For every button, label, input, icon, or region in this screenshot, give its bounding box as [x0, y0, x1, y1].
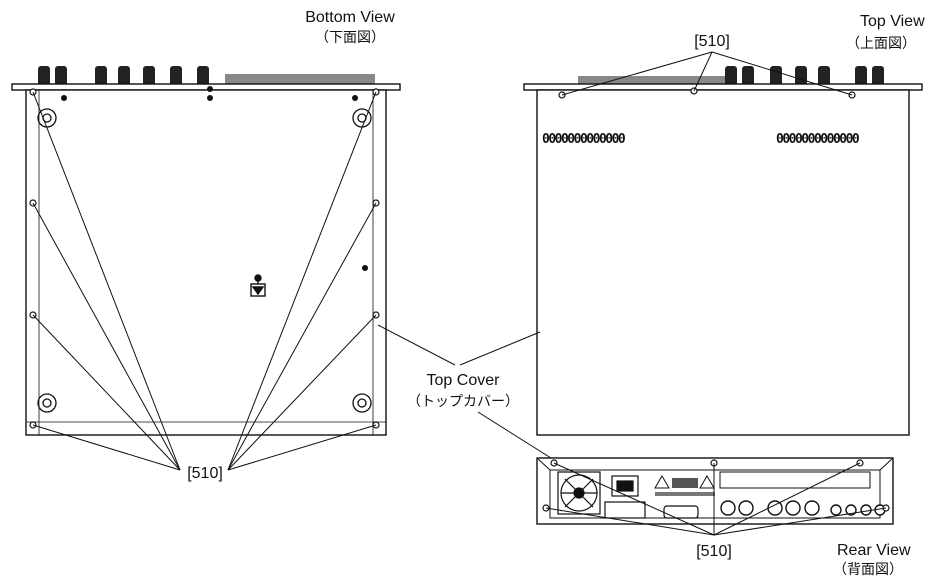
top-view-vent-left: 0000000000000: [542, 132, 626, 147]
rear-view-leaders: [545, 462, 887, 536]
fan-icon: [557, 471, 601, 515]
bottom-view-subtitle: （下面図）: [315, 30, 385, 46]
rear-view-title: Rear View: [837, 542, 911, 559]
bottom-view-front-lip: [11, 83, 401, 91]
rear-view-screws: [542, 459, 890, 512]
rear-connector: [663, 505, 699, 519]
top-cover-callout: Top Cover （トップカバー）: [407, 372, 571, 471]
bottom-view-chassis: [25, 89, 387, 436]
top-cover-label-jp: （トップカバー）: [407, 394, 519, 410]
power-inlet-icon: [604, 475, 646, 519]
top-view-subtitle: （上面図）: [846, 36, 916, 52]
top-view-leaders: [459, 51, 853, 366]
rear-view-screw-label: [510]: [696, 543, 732, 560]
rear-view: [510] Rear View （背面図）: [536, 457, 911, 578]
bottom-view-dots: [61, 86, 368, 271]
rear-view-subtitle: （背面図）: [833, 562, 903, 578]
rear-warning-labels: [654, 475, 715, 496]
top-view-vent-right: 0000000000000: [776, 132, 860, 147]
bottom-view-screw-label: [510]: [187, 465, 223, 482]
bottom-view: Bottom View （下面図）: [11, 9, 456, 482]
top-view: Top View （上面図） 0000000000000 00000000000…: [459, 13, 925, 436]
top-view-screw-label: [510]: [694, 33, 730, 50]
top-view-title: Top View: [860, 13, 925, 30]
bottom-view-title: Bottom View: [305, 9, 395, 26]
top-cover-label: Top Cover: [427, 372, 501, 389]
top-view-chassis: [536, 89, 910, 436]
ground-symbol-icon: [250, 274, 266, 297]
rear-expansion-slot: [719, 471, 871, 489]
bottom-view-knobs: [38, 66, 375, 86]
top-view-knobs: [578, 66, 884, 86]
bottom-view-leaders: [32, 91, 456, 471]
